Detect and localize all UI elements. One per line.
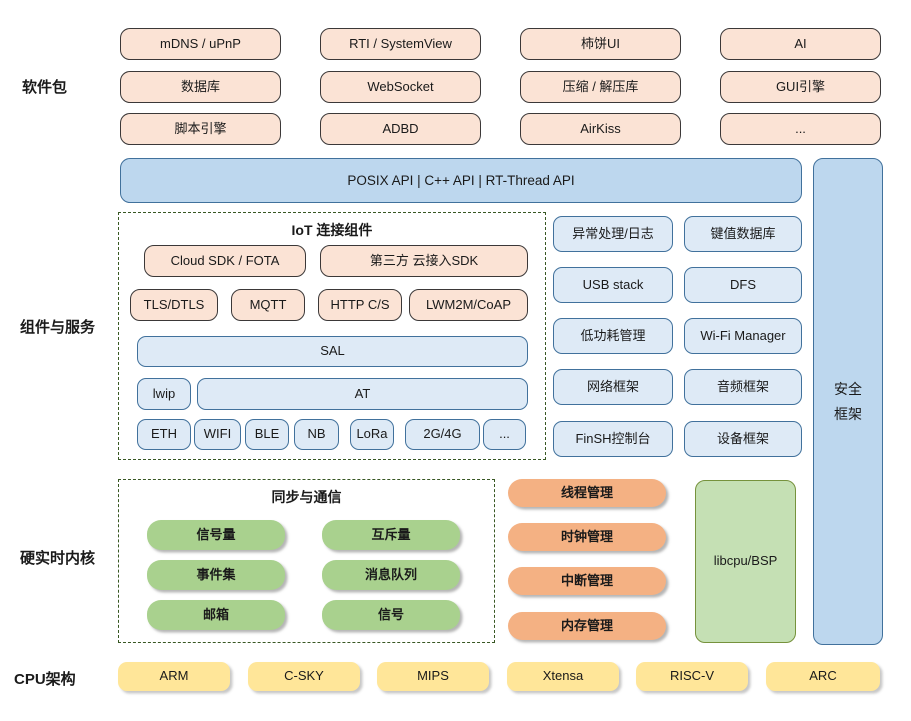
protocol-box: MQTT [231,289,305,321]
cpu-arch-box: C-SKY [248,662,360,691]
security-framework-bar: 安全 框架 [813,158,883,645]
service-box: 设备框架 [684,421,802,457]
iot-group-title: IoT 连接组件 [291,222,373,238]
service-box: 低功耗管理 [553,318,673,354]
layer-label-components: 组件与服务 [20,319,96,336]
package-box: mDNS / uPnP [120,28,281,60]
sync-box: 信号量 [147,520,285,550]
sync-group-box [118,479,495,643]
cpu-arch-box: MIPS [377,662,489,691]
iot-third-party-sdk-box: 第三方 云接入SDK [320,245,528,277]
cpu-arch-box: RISC-V [636,662,748,691]
package-box: 数据库 [120,71,281,103]
iot-group-box [118,212,546,460]
link-box: ... [483,419,526,450]
sync-box: 互斥量 [322,520,460,550]
lwip-box: lwip [137,378,191,410]
protocol-box: TLS/DTLS [130,289,218,321]
manager-box: 内存管理 [508,612,666,640]
package-box: RTI / SystemView [320,28,481,60]
package-box: ADBD [320,113,481,145]
package-box: ... [720,113,881,145]
security-framework-label-line1: 安全 [834,381,862,397]
security-framework-label-line2: 框架 [834,405,862,422]
package-box: 柿饼UI [520,28,681,60]
sync-box: 事件集 [147,560,285,590]
link-box: NB [294,419,339,450]
package-box: AirKiss [520,113,681,145]
service-box: 音频框架 [684,369,802,405]
link-box: WIFI [194,419,241,450]
service-box: USB stack [553,267,673,303]
service-box: 键值数据库 [684,216,802,252]
sync-group-title: 同步与通信 [271,489,342,505]
protocol-box: LWM2M/CoAP [409,289,528,321]
sal-box: SAL [137,336,528,367]
cpu-arch-box: Xtensa [507,662,619,691]
package-box: GUI引擎 [720,71,881,103]
layer-label-cpu: CPU架构 [14,671,76,688]
api-bar: POSIX API | C++ API | RT-Thread API [120,158,802,203]
sync-box: 消息队列 [322,560,460,590]
at-box: AT [197,378,528,410]
service-box: DFS [684,267,802,303]
sync-box: 邮箱 [147,600,285,630]
link-box: LoRa [350,419,394,450]
manager-box: 线程管理 [508,479,666,507]
service-box: FinSH控制台 [553,421,673,457]
package-box: AI [720,28,881,60]
sync-box: 信号 [322,600,460,630]
cpu-arch-box: ARM [118,662,230,691]
manager-box: 中断管理 [508,567,666,595]
manager-box: 时钟管理 [508,523,666,551]
libcpu-box: libcpu/BSP [695,480,796,643]
iot-cloud-sdk-box: Cloud SDK / FOTA [144,245,306,277]
link-box: 2G/4G [405,419,480,450]
service-box: Wi-Fi Manager [684,318,802,354]
package-box: WebSocket [320,71,481,103]
service-box: 异常处理/日志 [553,216,673,252]
package-box: 脚本引擎 [120,113,281,145]
link-box: BLE [245,419,289,450]
package-box: 压缩 / 解压库 [520,71,681,103]
service-box: 网络框架 [553,369,673,405]
layer-label-kernel: 硬实时内核 [20,550,96,567]
cpu-arch-box: ARC [766,662,880,691]
layer-label-packages: 软件包 [22,79,68,96]
protocol-box: HTTP C/S [318,289,402,321]
link-box: ETH [137,419,191,450]
